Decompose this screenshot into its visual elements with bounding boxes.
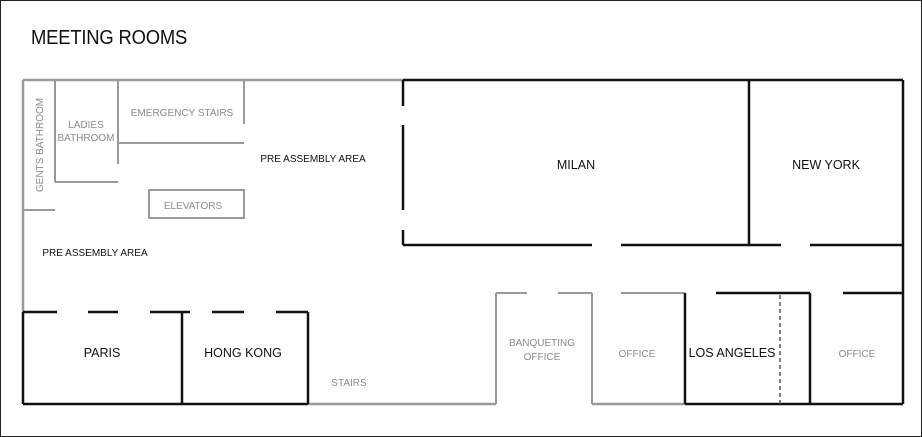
pre-assembly-left-label: PRE ASSEMBLY AREA bbox=[42, 248, 148, 259]
service-walls bbox=[23, 80, 686, 404]
elevators-label: ELEVATORS bbox=[164, 201, 223, 212]
dark-walls bbox=[21, 78, 905, 406]
page-title: MEETING ROOMS bbox=[31, 27, 188, 49]
pre-assembly-top-label: PRE ASSEMBLY AREA bbox=[260, 154, 366, 165]
office-right-label: OFFICE bbox=[839, 349, 876, 360]
emergency-stairs-label: EMERGENCY STAIRS bbox=[131, 108, 234, 119]
banqueting-office-label-2: OFFICE bbox=[524, 352, 561, 363]
office-center-label: OFFICE bbox=[619, 349, 656, 360]
stairs-label: STAIRS bbox=[331, 378, 367, 389]
ladies-bathroom-label-2: BATHROOM bbox=[57, 133, 114, 144]
room-los-angeles-label: LOS ANGELES bbox=[689, 346, 776, 360]
room-new-york-label: NEW YORK bbox=[792, 158, 860, 172]
ladies-bathroom-label-1: LADIES bbox=[68, 120, 104, 131]
room-paris-label: PARIS bbox=[84, 346, 121, 360]
room-milan-label: MILAN bbox=[557, 158, 595, 172]
banqueting-office-label-1: BANQUETING bbox=[509, 338, 575, 349]
light-walls bbox=[21, 78, 685, 406]
room-hong-kong-label: HONG KONG bbox=[204, 346, 282, 360]
gents-bathroom-label: GENTS BATHROOM bbox=[35, 98, 46, 192]
